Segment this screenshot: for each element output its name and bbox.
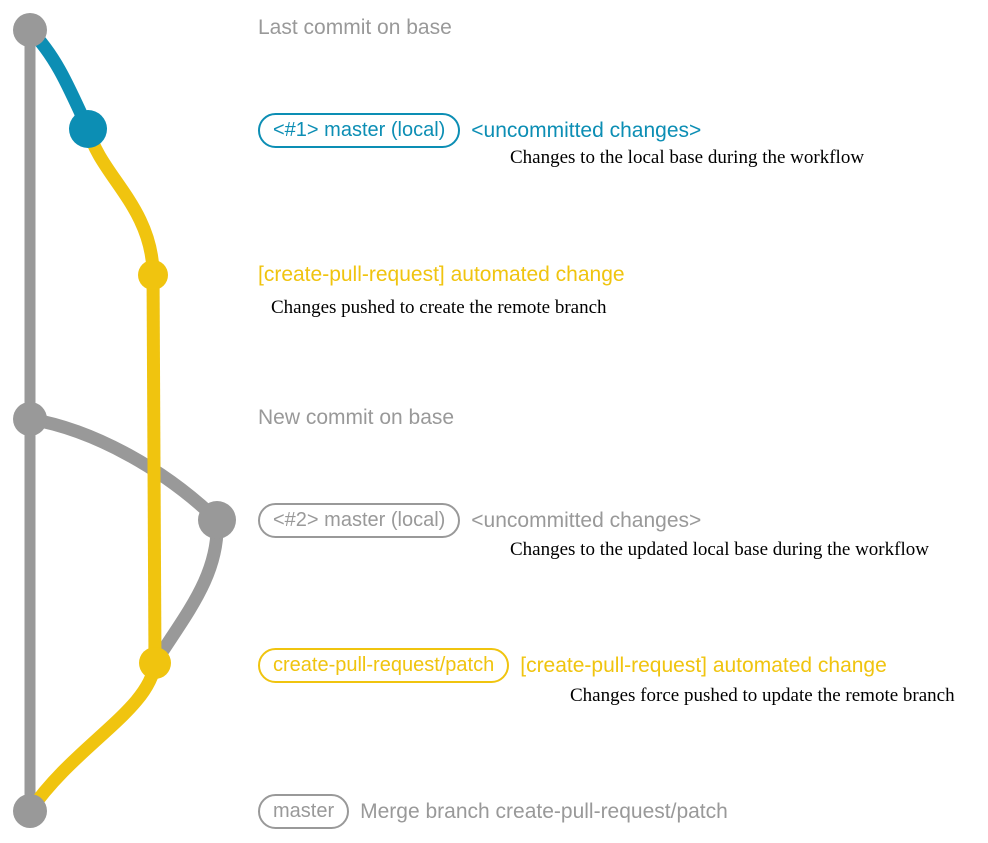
commit-description-local-1: Changes to the local base during the wor… bbox=[510, 147, 865, 168]
row-merge: master Merge branch create-pull-request/… bbox=[258, 794, 728, 829]
commit-description-local-2: Changes to the updated local base during… bbox=[510, 539, 929, 560]
branch-pill-master-local-1[interactable]: <#1> master (local) bbox=[258, 113, 461, 148]
commit-description-automated-change-1: Changes pushed to create the remote bran… bbox=[271, 297, 607, 318]
branch-pill-master-local-2[interactable]: <#2> master (local) bbox=[258, 503, 461, 538]
row-automated-change-2: create-pull-request/patch [create-pull-r… bbox=[258, 648, 887, 683]
commit-node-merge[interactable] bbox=[13, 794, 47, 828]
commit-node-local-uncommitted-2[interactable] bbox=[198, 501, 236, 539]
commit-message-automated-change-2: [create-pull-request] automated change bbox=[520, 654, 887, 677]
commit-message-local-1: <uncommitted changes> bbox=[471, 119, 702, 142]
commit-message-automated-change-1: [create-pull-request] automated change bbox=[258, 263, 625, 286]
commit-node-new-commit-on-base[interactable] bbox=[13, 402, 47, 436]
commit-node-local-uncommitted-1[interactable] bbox=[69, 110, 107, 148]
remote2-merge-to-base bbox=[23, 656, 162, 818]
commit-message-local-2: <uncommitted changes> bbox=[471, 509, 702, 532]
branch-pill-master[interactable]: master bbox=[258, 794, 350, 829]
remote-branch-line bbox=[146, 267, 162, 664]
commit-node-automated-change-2[interactable] bbox=[139, 647, 171, 679]
remote-branch-lane bbox=[146, 267, 162, 664]
branch-pill-create-pull-request-patch[interactable]: create-pull-request/patch bbox=[258, 648, 510, 683]
commit-node-last-commit-on-base[interactable] bbox=[13, 13, 47, 47]
row-new-commit-on-base: New commit on base bbox=[258, 407, 454, 428]
commit-description-automated-change-2: Changes force pushed to update the remot… bbox=[570, 685, 955, 706]
row-automated-change-1: [create-pull-request] automated change bbox=[258, 264, 625, 285]
commit-message-last-commit-on-base: Last commit on base bbox=[258, 16, 452, 39]
row-local-1: <#1> master (local) <uncommitted changes… bbox=[258, 113, 701, 148]
row-local-2: <#2> master (local) <uncommitted changes… bbox=[258, 503, 701, 538]
commit-node-automated-change-1[interactable] bbox=[138, 260, 168, 290]
commit-message-new-commit-on-base: New commit on base bbox=[258, 406, 455, 429]
row-last-commit-on-base: Last commit on base bbox=[258, 17, 452, 38]
commit-message-merge: Merge branch create-pull-request/patch bbox=[360, 800, 728, 823]
remote2-to-merge-curve bbox=[23, 656, 162, 818]
base-to-local2-curve bbox=[23, 412, 224, 527]
